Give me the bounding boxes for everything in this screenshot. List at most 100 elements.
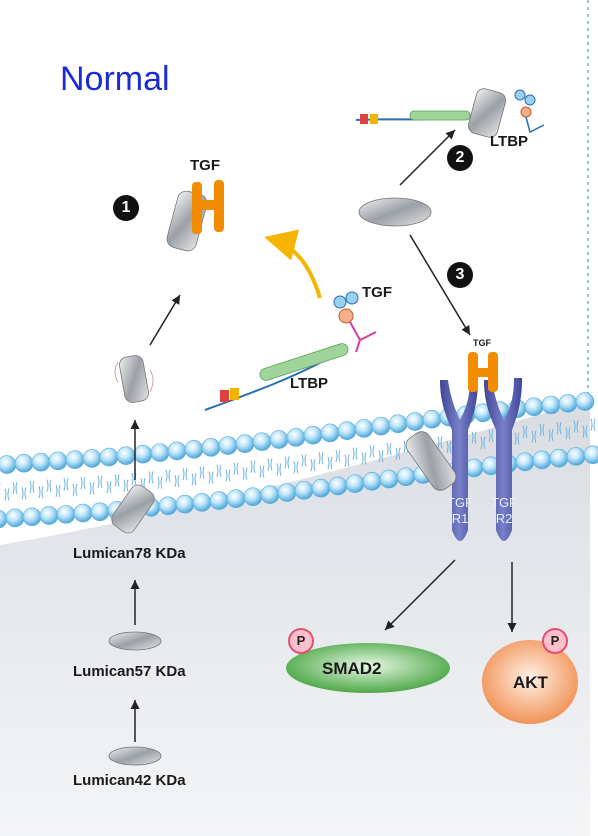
tgf-receptor-pair: [405, 352, 522, 541]
lipid-tail: [573, 420, 579, 433]
lipid-tail: [182, 468, 188, 481]
lipid-tail: [55, 484, 61, 498]
lipid-head: [48, 451, 68, 471]
page-title: Normal: [60, 60, 170, 98]
lipid-tail: [80, 476, 86, 490]
lipid-head: [133, 444, 153, 464]
tgf-label-receptor: TGF: [473, 338, 491, 348]
receptor2-label: TGF R2: [491, 495, 517, 526]
lipid-tail: [38, 486, 44, 499]
lipid-head: [379, 469, 399, 489]
lipid-tail: [199, 466, 205, 479]
lipid-head: [405, 412, 425, 431]
lipid-head: [56, 505, 76, 524]
lipid-head: [73, 503, 93, 523]
lipid-tail: [335, 449, 341, 463]
lipid-tail: [446, 440, 452, 454]
step-marker-3: 3: [447, 262, 473, 288]
lipid-head: [515, 452, 535, 472]
lipid-tail: [216, 464, 222, 477]
lipid-head: [218, 436, 238, 455]
tgf-label-middle: TGF: [362, 284, 392, 301]
lipid-head: [294, 481, 314, 500]
lipid-tail: [471, 431, 477, 445]
lipid-head: [328, 476, 348, 496]
receptor1-label: TGF R1: [447, 495, 473, 526]
lipid-tail: [233, 462, 239, 475]
lipid-tail: [548, 428, 554, 442]
smad2-phospho-badge: P: [288, 628, 314, 654]
lipid-tail: [565, 427, 571, 440]
lipid-head: [201, 438, 221, 457]
arrow-free-to-complex: [149, 294, 181, 346]
lipid-tail: [522, 425, 528, 438]
lumican-78-protein: [111, 484, 155, 534]
lipid-head: [99, 447, 119, 467]
lipid-tail: [259, 465, 265, 478]
arrow-to-receptor: [409, 234, 471, 336]
lipid-tail: [395, 447, 401, 460]
lumican-78-label: Lumican78 KDa: [73, 545, 186, 562]
lumican-42-label: Lumican42 KDa: [73, 772, 186, 789]
lipid-tail: [293, 461, 299, 474]
lipid-head: [65, 450, 85, 470]
lipid-head: [311, 478, 331, 498]
lipid-tail: [21, 487, 27, 500]
lipid-head: [524, 397, 544, 417]
lipid-head: [422, 409, 442, 429]
lipid-head: [184, 439, 204, 459]
lipid-tail: [531, 430, 537, 443]
cytoplasm: [0, 400, 590, 836]
lipid-tail: [556, 422, 562, 435]
lipid-tail: [488, 429, 494, 442]
ltbp-label-middle: LTBP: [290, 375, 329, 392]
lipid-tail: [208, 471, 214, 484]
ltbp-tgf-complex: [204, 291, 377, 411]
lipid-tail: [114, 474, 120, 487]
lipid-head: [354, 419, 374, 438]
lipid-tail: [12, 481, 18, 495]
lipid-tail: [165, 469, 171, 483]
lipid-tail: [157, 476, 163, 489]
akt-label: AKT: [513, 673, 548, 692]
lipid-head: [260, 485, 280, 504]
lipid-head: [31, 452, 51, 472]
lipid-tail: [225, 469, 231, 482]
lipid-head: [549, 448, 569, 468]
lipid-tail: [514, 432, 520, 445]
lipid-tail: [327, 456, 333, 470]
lipid-head: [235, 434, 255, 453]
akt-protein: [482, 640, 578, 724]
lipid-tail: [318, 451, 324, 465]
arrow-to-smad2: [384, 559, 456, 631]
lipid-head: [175, 494, 195, 514]
lipid-head: [541, 395, 561, 415]
lipid-tail: [582, 425, 588, 438]
lipid-tail: [250, 460, 256, 473]
lipid-head: [14, 454, 34, 473]
lipid-head: [116, 446, 136, 465]
lipid-tail: [123, 479, 129, 492]
lipid-tail: [480, 436, 486, 449]
lipid-tail: [267, 458, 273, 471]
lipid-head: [345, 474, 365, 493]
step-marker-2: 2: [447, 145, 473, 171]
lipid-head: [286, 428, 306, 447]
lumican-57-label: Lumican57 KDa: [73, 663, 186, 680]
smad2-protein: [286, 643, 450, 693]
ltbp-complex-top: [355, 88, 545, 138]
lumican-core-protein: [358, 197, 432, 227]
lipid-tail: [63, 478, 69, 491]
lipid-tail: [301, 454, 307, 467]
lipid-head: [269, 430, 289, 449]
lipid-head: [192, 493, 212, 512]
lipid-tail: [106, 480, 112, 494]
lumican-tgf-complex: [166, 180, 224, 252]
lipid-head: [82, 449, 102, 468]
lipid-head: [150, 443, 170, 462]
lipid-head: [371, 416, 391, 436]
lipid-head: [532, 450, 552, 470]
lipid-head: [90, 502, 110, 522]
lipid-head: [575, 392, 595, 411]
lipid-tail: [46, 479, 52, 492]
